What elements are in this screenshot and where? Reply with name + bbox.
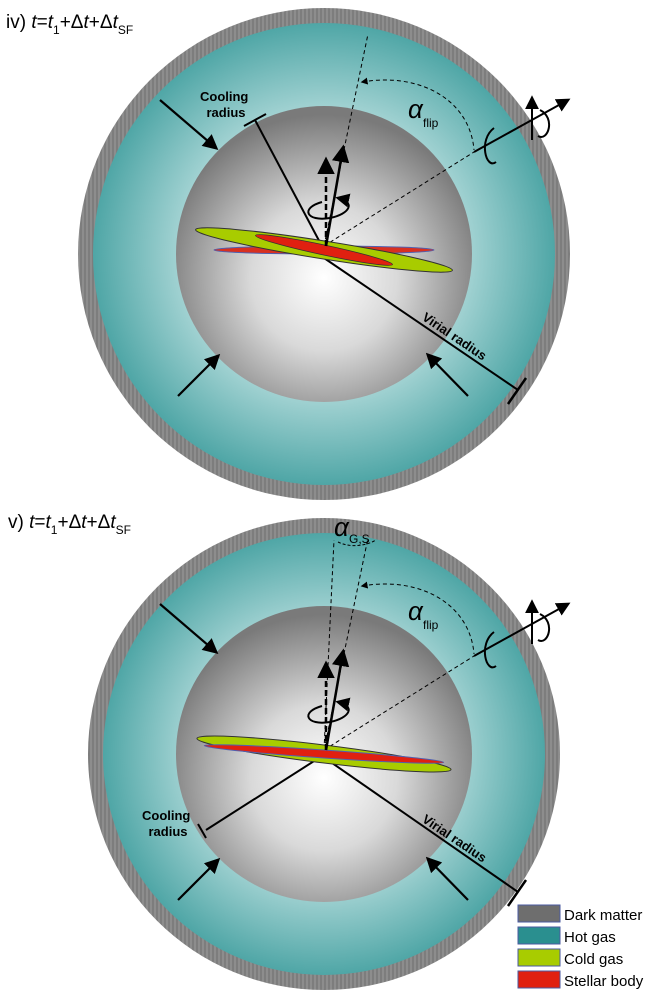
virial-radius-line <box>323 257 519 391</box>
halo-spin-arrow <box>473 602 571 657</box>
vertical-reference-dashed <box>323 539 335 751</box>
alpha-flip-symbol: α <box>408 94 424 124</box>
panel-v: v) t=t1+Δt+ΔtSF Cooling radius Virial ra… <box>8 512 571 990</box>
inflow-arrow-top-left <box>159 99 219 151</box>
gas-spin-arrow <box>324 648 350 751</box>
alpha-gs-symbol: α <box>334 512 350 542</box>
alpha-flip-subscript: flip <box>423 116 439 130</box>
rotation-arrow-icon <box>307 697 351 724</box>
legend-label-dark-matter: Dark matter <box>564 907 642 924</box>
cooling-radius-line <box>254 119 325 251</box>
legend-swatch-dark-matter <box>517 904 561 923</box>
legend-swatch-cold-gas <box>517 948 561 967</box>
halo-rotation-icon-2 <box>537 109 551 138</box>
panel-v-title: v) t=t1+Δt+ΔtSF <box>8 512 131 537</box>
halo-rotation-icon-2 <box>537 613 551 642</box>
cooling-radius-label: Cooling radius <box>142 808 194 839</box>
virial-radius-tick <box>506 879 528 907</box>
cooling-radius-label: Cooling radius <box>200 89 252 120</box>
alpha-flip-arc <box>360 581 475 655</box>
halo-rotation-icon <box>483 127 497 165</box>
panel-iv-title: iv) t=t1+Δt+ΔtSF <box>6 12 133 37</box>
alpha-flip-arc <box>360 77 475 151</box>
cooling-radius-tick <box>243 113 267 127</box>
inflow-arrow-bottom-left <box>177 857 221 901</box>
alpha-gs-subscript: G,S <box>349 532 370 546</box>
alpha-gs-arc <box>337 539 377 547</box>
alpha-flip-subscript: flip <box>423 618 439 632</box>
halo-spin-axis-dashed <box>323 655 475 751</box>
legend: Dark matter Hot gas Cold gas Stellar bod… <box>514 902 654 990</box>
virial-radius-tick <box>506 377 528 405</box>
legend-swatch-hot-gas <box>517 926 561 945</box>
halo-rotation-icon <box>483 631 497 669</box>
inflow-arrow-bottom-right <box>425 856 469 901</box>
gas-spin-arrow <box>324 144 350 247</box>
halo-spin-arrow <box>473 98 571 153</box>
stellar-body-disk <box>203 744 445 764</box>
inflow-arrow-bottom-right <box>425 352 469 397</box>
legend-label-stellar-body: Stellar body <box>564 973 644 990</box>
cooling-radius-line <box>205 755 323 831</box>
legend-label-hot-gas: Hot gas <box>564 929 616 946</box>
virial-radius-line <box>321 755 519 893</box>
legend-swatch-stellar-body <box>517 970 561 989</box>
alpha-flip-symbol: α <box>408 596 424 626</box>
inflow-arrow-bottom-left <box>177 353 221 397</box>
halo-spin-axis-dashed <box>323 151 475 247</box>
rotation-arrow-icon <box>307 193 351 220</box>
panel-iv: iv) t=t1+Δt+ΔtSF Cooling radius Virial r… <box>6 8 571 500</box>
cooling-radius-tick <box>197 823 207 839</box>
legend-label-cold-gas: Cold gas <box>564 951 623 968</box>
inflow-arrow-top-left <box>159 603 219 655</box>
